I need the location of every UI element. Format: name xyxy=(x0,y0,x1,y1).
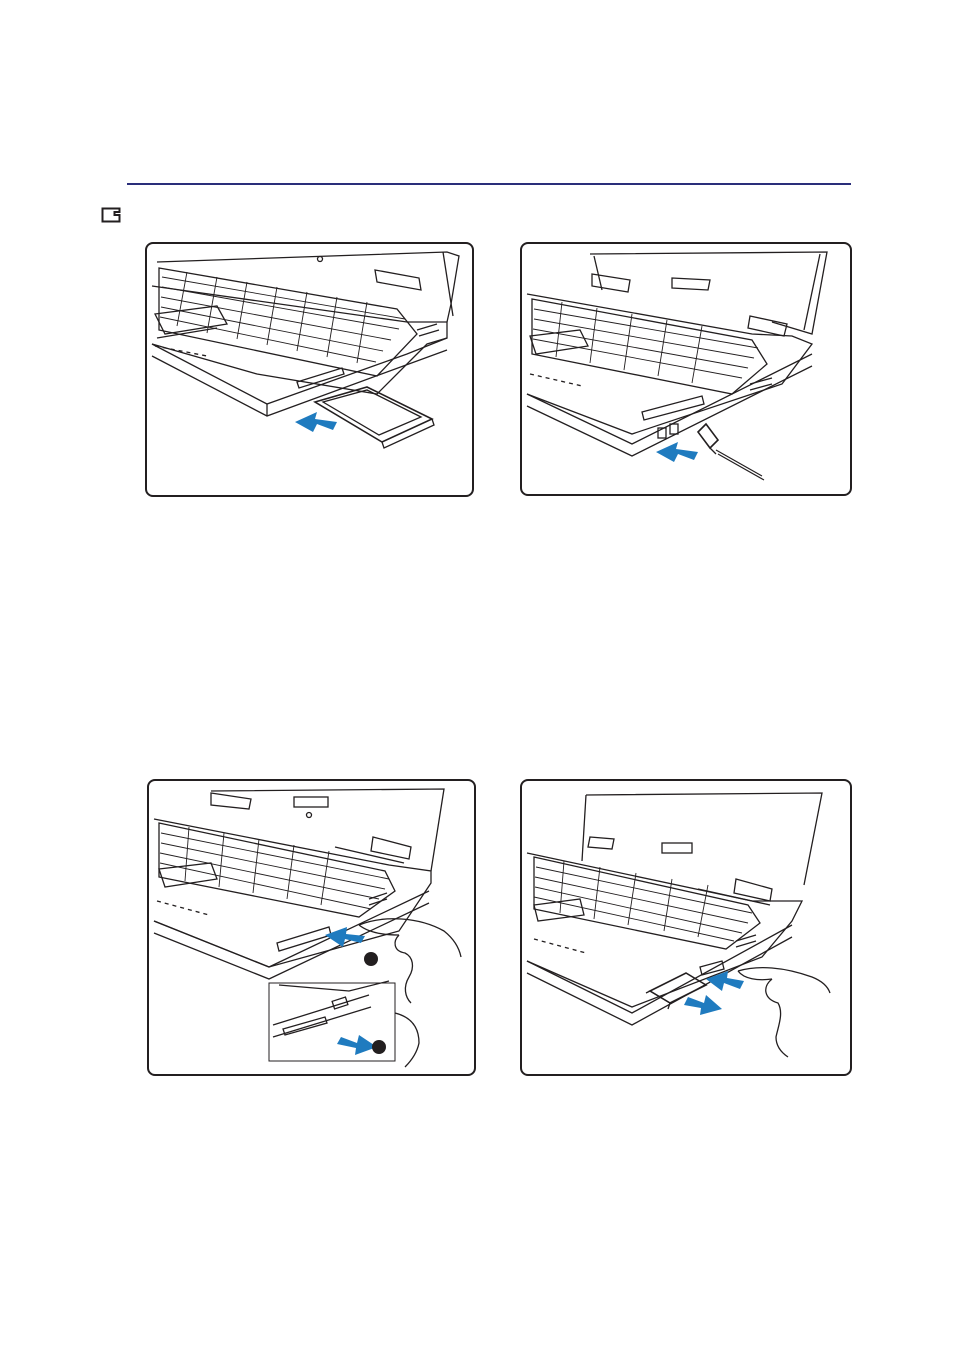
push-arrow xyxy=(706,971,744,991)
figure-press-eject xyxy=(147,779,476,1076)
laptop-eject-illustration xyxy=(149,781,474,1074)
step-marker-2 xyxy=(372,1040,386,1054)
laptop-cable-illustration xyxy=(522,244,850,494)
connect-arrow xyxy=(656,442,698,462)
eject-arrow xyxy=(337,1035,377,1055)
pull-arrow xyxy=(684,995,722,1015)
figure-remove-pc-card xyxy=(520,779,852,1076)
laptop-remove-illustration xyxy=(522,781,850,1074)
figure-connect-cable xyxy=(520,242,852,496)
laptop-card-illustration xyxy=(147,244,472,495)
step-marker-1 xyxy=(364,952,378,966)
press-arrow xyxy=(325,927,365,947)
note-card-icon xyxy=(101,207,121,223)
figure-insert-pc-card xyxy=(145,242,474,497)
header-rule xyxy=(127,183,851,185)
insert-arrow xyxy=(295,412,337,432)
